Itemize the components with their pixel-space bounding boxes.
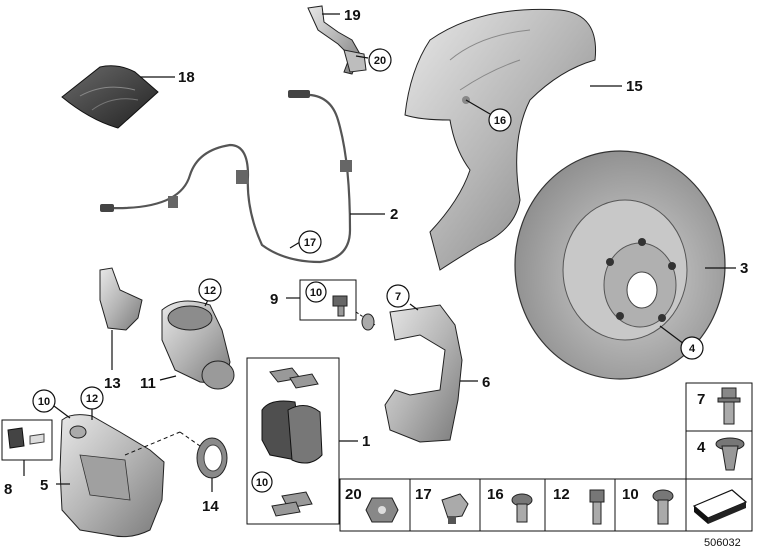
brake-pad-part [261, 400, 323, 464]
callout-19: 19 [344, 7, 361, 24]
callout-9: 9 [270, 291, 278, 308]
direction-arrow-box [685, 478, 753, 532]
disc-screw-icon [715, 437, 745, 471]
callout-circle-7 [386, 284, 410, 308]
callout-circle-20 [368, 48, 392, 72]
direction-arrow-icon [692, 489, 748, 524]
bracket-part [99, 267, 143, 331]
callout-15: 15 [626, 78, 643, 95]
callout-12-circled-caliper: 12 [86, 393, 98, 405]
callout-5: 5 [40, 477, 48, 494]
caliper-small-parts-box [1, 419, 53, 461]
parking-brake-actuator-part [161, 300, 235, 390]
brake-splash-shield-part [404, 8, 597, 271]
caliper-carrier-part [361, 304, 463, 443]
callout-8: 8 [4, 481, 12, 498]
sensor-bracket-part [307, 5, 367, 75]
callout-3: 3 [740, 260, 748, 277]
strip-label-10: 10 [622, 486, 639, 503]
protective-cover-part [61, 65, 159, 129]
callout-6: 6 [482, 374, 490, 391]
callout-circle-17 [298, 230, 322, 254]
side-panel-bolt-7 [685, 382, 753, 432]
callout-circle-10-pads [251, 471, 273, 493]
pad-clips-bottom-part [271, 491, 313, 517]
callout-circle-4 [680, 336, 704, 360]
side-panel-bolt-4 [685, 430, 753, 480]
callout-14: 14 [202, 498, 219, 515]
callout-circle-10-bolt [305, 281, 327, 303]
side-panel-label-4: 4 [697, 439, 706, 456]
strip-label-20: 20 [345, 486, 362, 503]
brake-disc-part [514, 150, 726, 380]
strip-label-17: 17 [415, 486, 432, 503]
callout-circle-10-caliper [32, 389, 56, 413]
brake-wear-sensor-part [100, 90, 352, 264]
callout-16-circled: 16 [494, 115, 506, 127]
guide-bolt-part [332, 295, 348, 317]
shield-screw-icon [511, 493, 533, 523]
seal-ring-part [196, 437, 228, 479]
callout-10-circled-caliper: 10 [38, 396, 50, 408]
wire-clip-icon [441, 493, 469, 524]
callout-circle-16 [488, 108, 512, 132]
callout-10-circled-pads: 10 [256, 477, 268, 489]
flange-nut-icon [365, 497, 399, 523]
strip-label-16: 16 [487, 486, 504, 503]
callout-20-circled: 20 [374, 55, 386, 67]
callout-13: 13 [104, 375, 121, 392]
bolt-group-box [299, 279, 357, 321]
callout-10-circled-bolt: 10 [310, 287, 322, 299]
socket-head-screw-icon [589, 489, 605, 525]
callout-4-circled: 4 [689, 343, 696, 355]
carrier-bolt-icon [717, 387, 741, 425]
callout-1: 1 [362, 433, 370, 450]
bleeder-parts [7, 427, 45, 449]
reference-number: 506032 [704, 537, 741, 549]
callout-17-circled: 17 [304, 237, 316, 249]
side-panel-label-7: 7 [697, 391, 705, 408]
torx-bolt-icon [652, 489, 674, 525]
strip-label-12: 12 [553, 486, 570, 503]
callout-2: 2 [390, 206, 398, 223]
callout-7-circled: 7 [395, 291, 401, 303]
callout-18: 18 [178, 69, 195, 86]
callout-circle-12-actuator [198, 278, 222, 302]
pad-clips-top-part [269, 367, 319, 389]
callout-12-circled-actuator: 12 [204, 285, 216, 297]
brake-caliper-part [59, 414, 165, 538]
callout-11: 11 [140, 375, 156, 392]
